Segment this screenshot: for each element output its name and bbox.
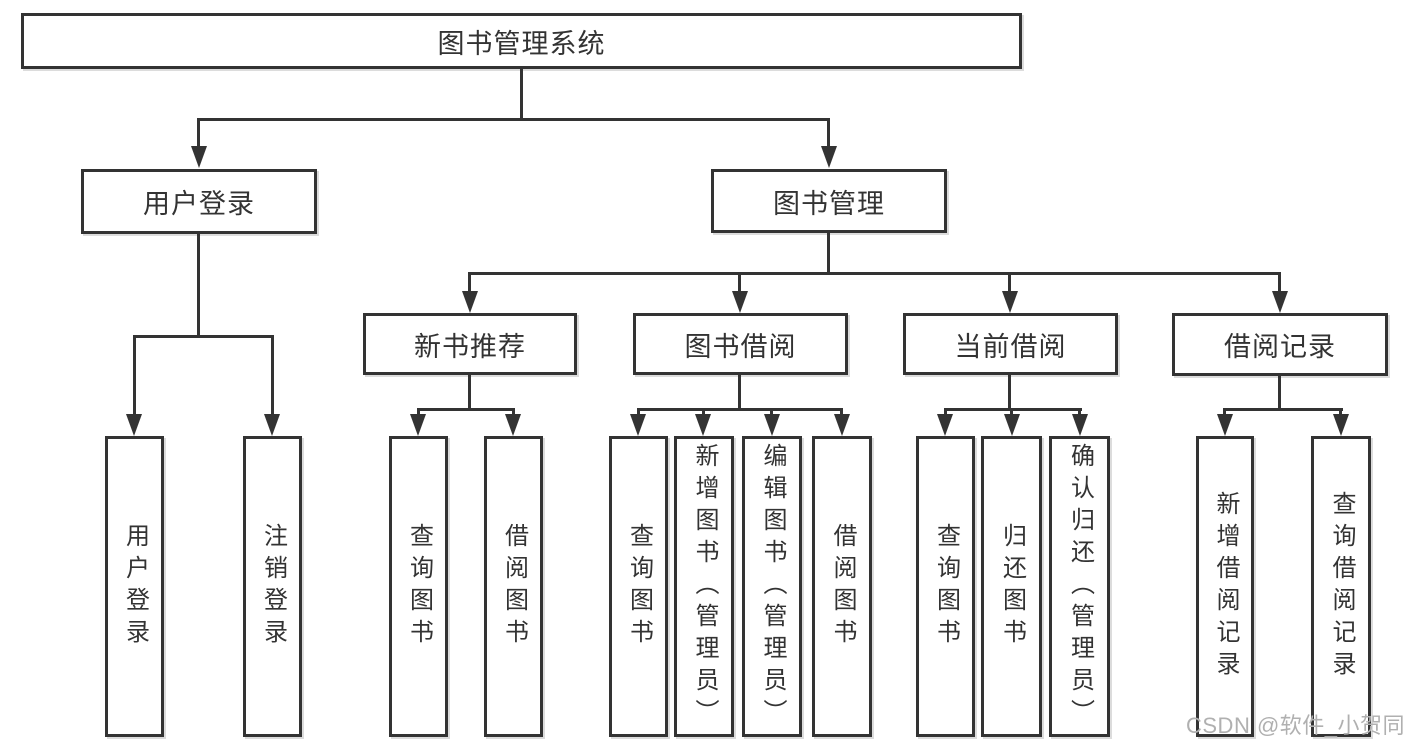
connector-book-borrow-bus [637,408,843,411]
leaf-cb-return-books-label: 归还图书 [998,522,1026,651]
arrowhead-current-borrow [1002,291,1018,313]
leaf-nb-query-books: 查询图书 [389,436,448,737]
connector-drop-cb-return [1010,408,1013,416]
connector-drop-cb-confirm [1078,408,1081,416]
node-root-label: 图书管理系统 [437,28,606,59]
leaf-logout: 注销登录 [243,436,302,737]
leaf-nb-borrow-books: 借阅图书 [484,436,543,737]
arrowhead-cb-return [1004,414,1020,436]
connector-new-books-stem [468,375,471,408]
connector-user-login-stem [197,234,200,335]
arrowhead-logout-leaf [264,414,280,436]
arrowhead-bb-add [695,414,711,436]
connector-drop-cb-query [944,408,947,416]
leaf-bb-add-books-admin: 新增图书（管理员） [674,436,734,737]
connector-book-borrow-stem [738,375,741,408]
leaf-cb-confirm-return-admin-label: 确认归还（管理员） [1066,442,1094,731]
arrowhead-br-add [1217,414,1233,436]
arrowhead-user-login [191,146,207,168]
connector-drop-bb-edit [770,408,773,416]
leaf-bb-edit-books-admin-label: 编辑图书（管理员） [759,442,786,731]
leaf-bb-edit-books-admin: 编辑图书（管理员） [742,436,802,737]
leaf-bb-add-books-admin-label: 新增图书（管理员） [691,442,718,731]
leaf-br-add-record: 新增借阅记录 [1196,436,1254,737]
connector-book-mgmt-stem [827,233,830,272]
connector-drop-bb-borrow [840,408,843,416]
arrowhead-br-query [1333,414,1349,436]
node-book-borrow: 图书借阅 [633,313,848,375]
leaf-cb-confirm-return-admin: 确认归还（管理员） [1049,436,1110,737]
connector-user-login-bus [133,335,274,338]
connector-drop-user-login [197,118,200,148]
connector-drop-nb-borrow [512,408,515,416]
leaf-bb-borrow-books: 借阅图书 [812,436,872,737]
leaf-user-login: 用户登录 [105,436,164,737]
leaf-nb-query-books-label: 查询图书 [405,522,433,651]
node-book-mgmt-label: 图书管理 [773,188,885,219]
node-user-login-label: 用户登录 [143,189,255,219]
connector-book-mgmt-bus [468,272,1281,275]
connector-drop-login-leaf [133,335,136,415]
node-user-login: 用户登录 [81,169,317,234]
arrowhead-bb-borrow [834,414,850,436]
node-book-mgmt: 图书管理 [711,169,947,233]
connector-drop-book-mgmt [827,118,830,148]
leaf-bb-query-books: 查询图书 [609,436,668,737]
connector-borrow-records-stem [1278,376,1281,408]
arrowhead-cb-confirm [1072,414,1088,436]
leaf-br-query-record-label: 查询借阅记录 [1328,490,1355,683]
node-borrow-records: 借阅记录 [1172,313,1388,376]
node-new-books-label: 新书推荐 [414,331,526,362]
connector-drop-new-books [468,272,471,292]
leaf-bb-query-books-label: 查询图书 [625,522,653,651]
connector-drop-br-query [1339,408,1342,416]
leaf-cb-query-books: 查询图书 [916,436,975,737]
leaf-bb-borrow-books-label: 借阅图书 [829,522,856,651]
arrowhead-bb-edit [764,414,780,436]
node-current-borrow-label: 当前借阅 [954,331,1067,362]
arrowhead-borrow-records [1272,291,1288,313]
connector-drop-bb-add [702,408,705,416]
leaf-nb-borrow-books-label: 借阅图书 [500,522,528,651]
arrowhead-book-mgmt [821,146,837,168]
leaf-cb-return-books: 归还图书 [981,436,1042,737]
arrowhead-bb-query [630,414,646,436]
arrowhead-login-leaf [126,414,142,436]
node-borrow-records-label: 借阅记录 [1224,332,1336,362]
node-root: 图书管理系统 [21,13,1022,69]
leaf-user-login-label: 用户登录 [121,522,149,651]
connector-current-borrow-stem [1008,375,1011,408]
connector-drop-nb-query [417,408,420,416]
leaf-logout-label: 注销登录 [259,522,287,651]
arrowhead-nb-borrow [505,414,521,436]
node-current-borrow: 当前借阅 [903,313,1118,375]
connector-current-borrow-bus [944,408,1082,411]
arrowhead-cb-query [937,414,953,436]
connector-drop-br-add [1223,408,1226,416]
arrowhead-book-borrow [732,291,748,313]
connector-new-books-bus [417,408,515,411]
leaf-br-query-record: 查询借阅记录 [1311,436,1371,737]
node-book-borrow-label: 图书借阅 [684,331,797,362]
connector-root-stem [520,69,523,118]
node-new-books: 新书推荐 [363,313,577,375]
watermark: CSDN @软件_小贺同学 [1186,713,1405,738]
connector-drop-borrow-records [1278,272,1281,292]
connector-borrow-records-bus [1223,408,1343,411]
connector-drop-current-borrow [1008,272,1011,292]
connector-drop-book-borrow [738,272,741,292]
connector-drop-bb-query [637,408,640,416]
arrowhead-new-books [462,291,478,313]
connector-root-bus [197,118,830,121]
leaf-br-add-record-label: 新增借阅记录 [1212,490,1239,683]
connector-drop-logout-leaf [271,335,274,415]
arrowhead-nb-query [410,414,426,436]
leaf-cb-query-books-label: 查询图书 [932,522,960,651]
